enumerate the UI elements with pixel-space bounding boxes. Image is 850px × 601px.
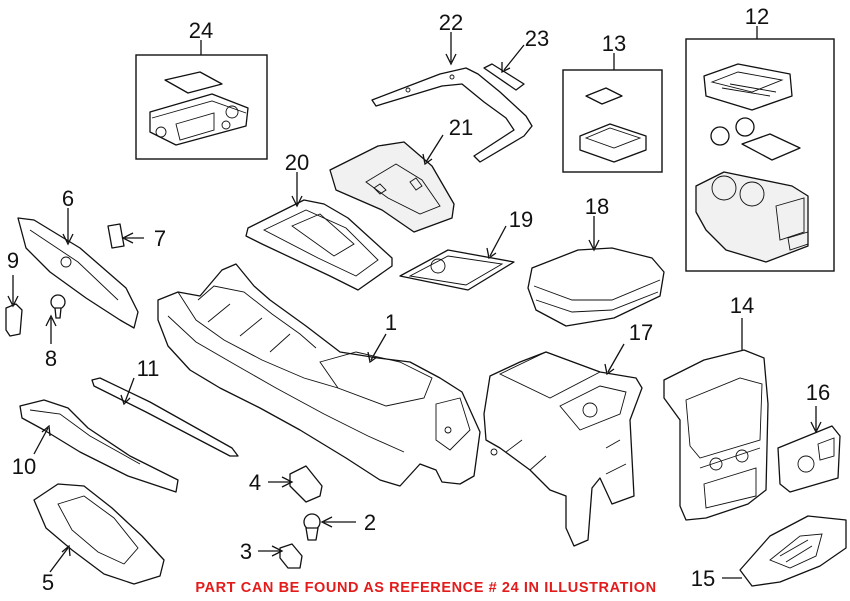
part-15-rear-vent [739,515,847,587]
part-19-plate [399,249,515,291]
callout-20: 20 [285,150,309,175]
callout-2: 2 [364,510,376,535]
callout-8: 8 [45,346,57,371]
part-5-bottom-bezel [33,483,165,585]
callout-4: 4 [249,470,261,495]
callout-numbers: 24 22 23 13 12 21 20 19 18 6 7 9 8 1 17 … [7,4,830,595]
callout-22: 22 [439,10,463,35]
callout-15: 15 [691,566,715,591]
group-box-13 [562,69,663,173]
callout-5: 5 [42,570,54,595]
part-1-console-housing [157,263,481,487]
part-11-trim-strip [91,377,239,457]
callout-18: 18 [585,194,609,219]
leader-lines [7,26,822,579]
reference-note: PART CAN BE FOUND AS REFERENCE # 24 IN I… [195,580,656,596]
callout-17: 17 [629,320,653,345]
callout-21: 21 [449,115,473,140]
callout-7: 7 [154,226,166,251]
part-8-screw [50,294,66,319]
callout-13: 13 [602,31,626,56]
callout-10: 10 [12,454,36,479]
part-12-storage-tray [695,63,809,263]
part-16-switch-panel [777,425,841,493]
callout-23: 23 [525,26,549,51]
part-22-trim [371,67,533,163]
part-10-side-trim [19,399,179,493]
part-14-rear-panel [663,349,769,521]
part-17-bracket [483,351,643,547]
callout-6: 6 [62,186,74,211]
part-4-insert [289,465,323,503]
part-21-bezel [329,141,455,233]
part-18-armrest [527,247,665,327]
part-7-clip [107,223,125,249]
part-3-plate [279,543,303,569]
part-13-lid [579,87,647,163]
callout-11: 11 [137,356,160,381]
part-20-frame [245,199,393,291]
callout-19: 19 [509,207,533,232]
callout-16: 16 [806,380,830,405]
callout-12: 12 [745,4,769,29]
part-2-screw [303,513,321,541]
part-24-tray [149,71,249,146]
callout-24: 24 [189,18,213,43]
callout-9: 9 [7,248,19,273]
callout-1: 1 [385,310,397,335]
part-9-cap [5,303,23,337]
group-box-12 [685,38,835,272]
part-23-strip [483,63,525,91]
callout-14: 14 [730,293,754,318]
callout-3: 3 [240,539,252,564]
